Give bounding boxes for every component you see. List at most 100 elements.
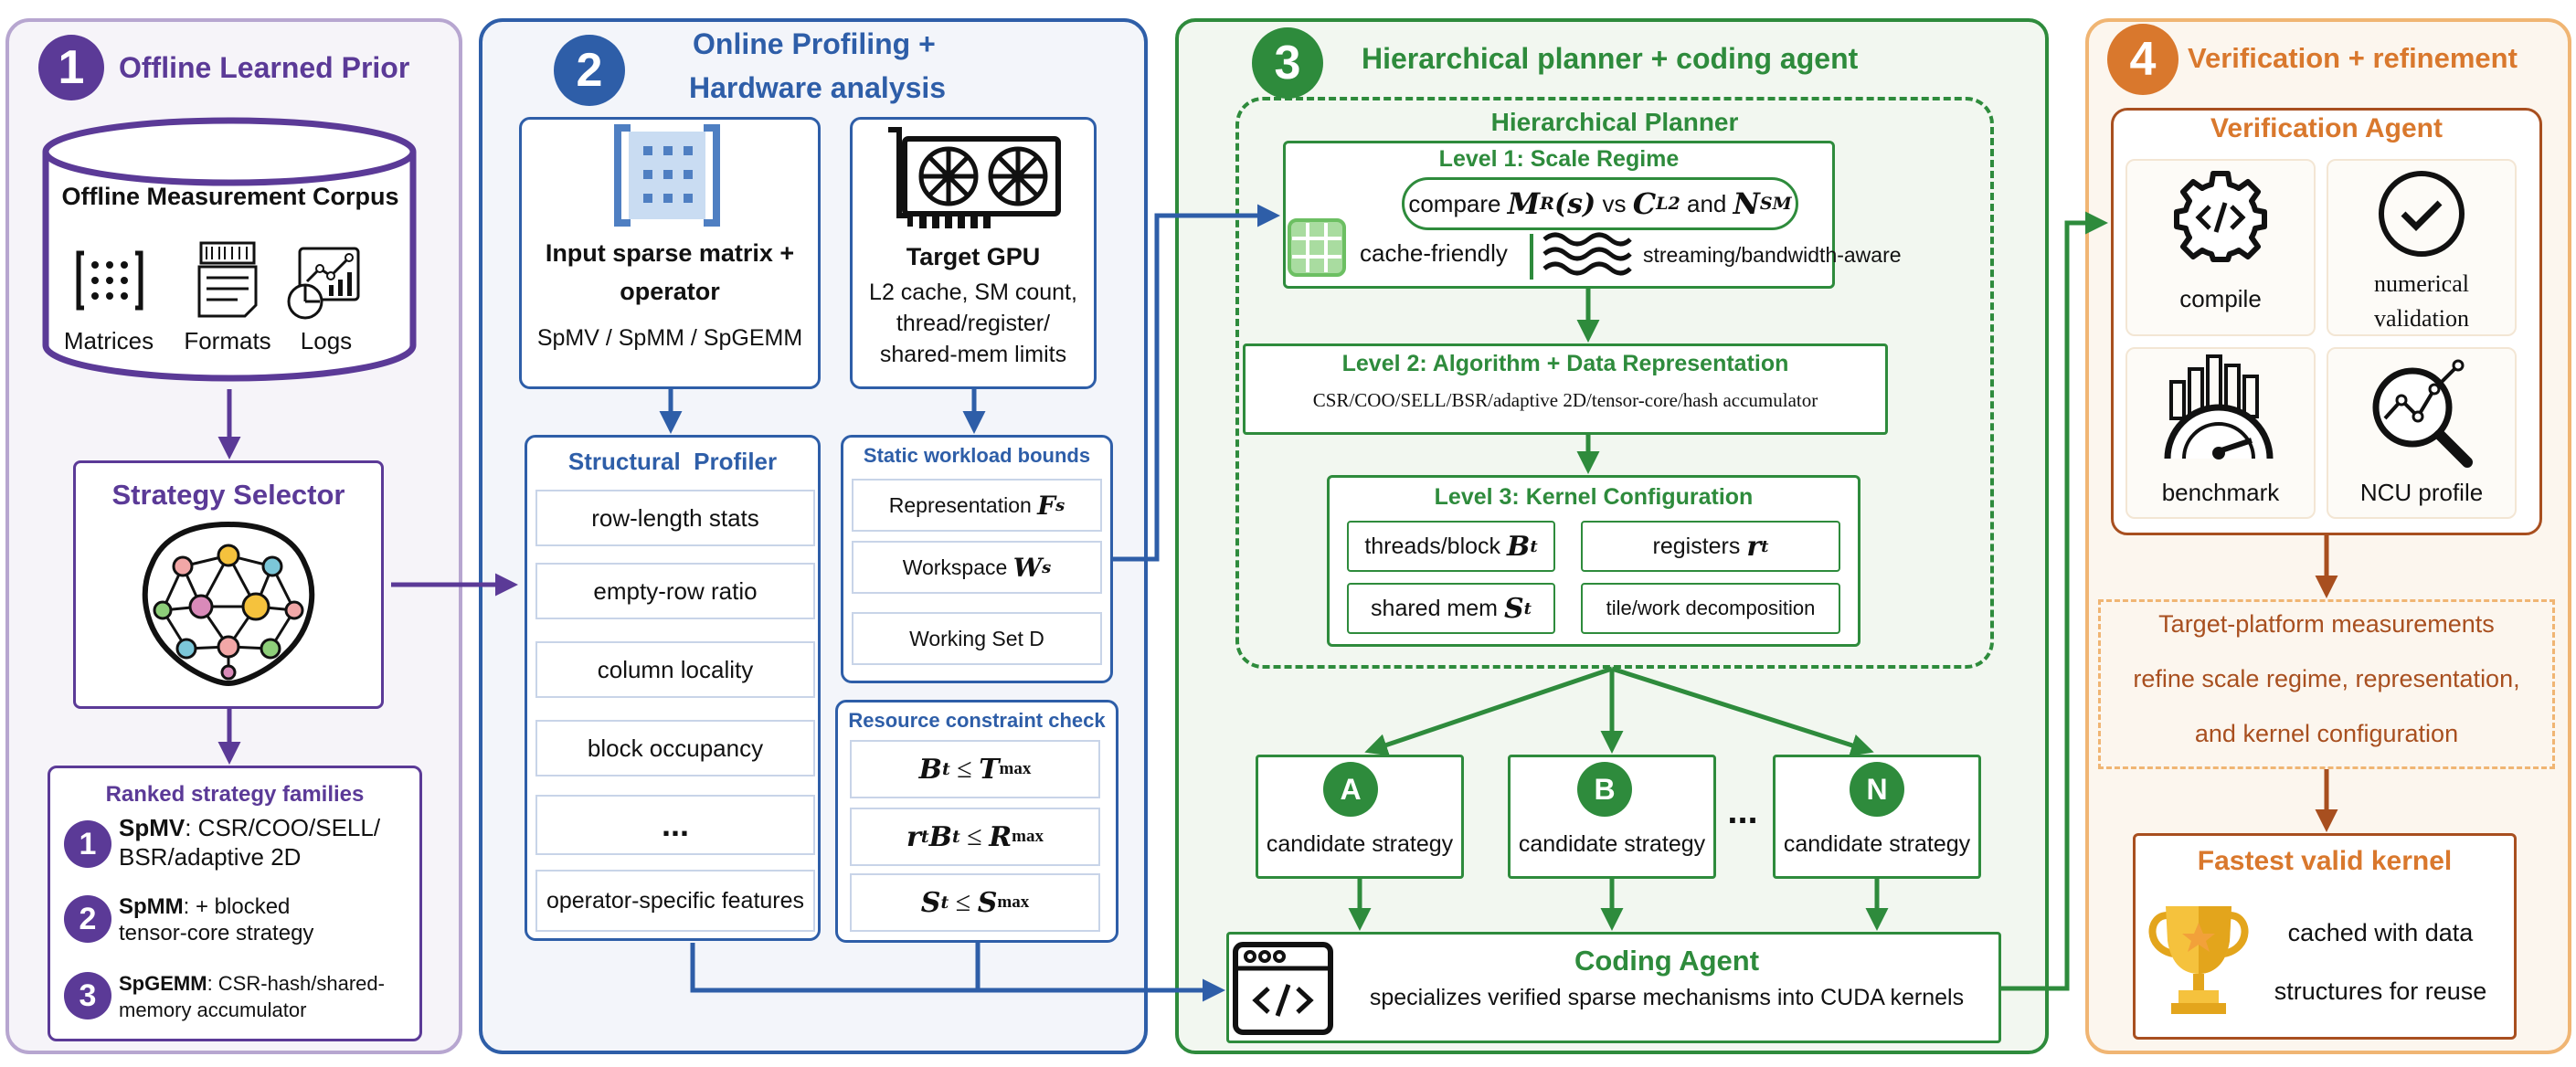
coding-agent-subtitle: specializes verified sparse mechanisms i…	[1369, 985, 1965, 1010]
verify-compile-label: compile	[2179, 285, 2262, 312]
candidate-n-letter: N	[1850, 762, 1904, 817]
target-gpu-title: Target GPU	[906, 243, 1041, 270]
family-3-number: 3	[64, 972, 111, 1019]
candidate-b-letter: B	[1577, 762, 1632, 817]
fastest-kernel-title: Fastest valid kernel	[2197, 846, 2453, 876]
gpu-line-3: shared-mem limits	[879, 342, 1067, 367]
constraint-registers-rhs: R	[989, 820, 1012, 853]
ranked-families-title: Ranked strategy families	[105, 782, 365, 807]
static-working-set: Working Set D	[852, 612, 1102, 665]
corpus-item-formats: Formats	[184, 327, 271, 354]
candidate-a-label: candidate strategy	[1266, 831, 1454, 857]
level2-subtitle: CSR/COO/SELL/BSR/adaptive 2D/tensor-core…	[1312, 389, 1818, 411]
cfg-registers-symbol: r	[1746, 530, 1762, 563]
corpus-item-matrices: Matrices	[63, 327, 154, 354]
constraint-registers-lhs2: B	[928, 820, 952, 853]
static-representation-symbol: F	[1037, 490, 1056, 521]
cfg-shared-label: shared mem	[1371, 595, 1504, 621]
gpu-line-2: thread/register/	[896, 311, 1051, 336]
constraint-registers-rsub: max	[1012, 827, 1044, 846]
panel2-number: 2	[554, 35, 625, 106]
static-workspace-label: Workspace	[902, 555, 1013, 579]
constraint-threads-op: ≤	[949, 754, 980, 784]
constraint-registers-lsub2: t	[951, 827, 960, 847]
family-2-line2: tensor-core strategy	[119, 921, 314, 946]
constraint-shared-rsub: max	[997, 893, 1030, 912]
sym-n: N	[1733, 186, 1760, 221]
family-1-name: SpMV	[119, 814, 186, 841]
panel2-title-line1: Online Profiling +	[693, 27, 936, 60]
static-workspace-sub: s	[1042, 557, 1052, 577]
vs-label: vs	[1602, 189, 1627, 217]
gear-code-icon	[2174, 171, 2267, 262]
family-1-line1: : CSR/COO/SELL/	[185, 814, 381, 841]
refine-line-3: and kernel configuration	[2194, 720, 2459, 747]
cfg-tile-decomposition: tile/work decomposition	[1581, 583, 1840, 634]
panel1-title: Offline Learned Prior	[119, 51, 410, 84]
strategy-selector-title: Strategy Selector	[111, 479, 345, 511]
family-3-text: SpGEMM: CSR-hash/shared-memory accumulat…	[119, 970, 385, 1023]
compare-label: compare	[1408, 189, 1501, 217]
gpu-line-1: L2 cache, SM count,	[869, 280, 1077, 305]
sym-m: M	[1507, 186, 1541, 221]
sparse-matrix-icon	[614, 124, 720, 227]
profiler-empty-row: empty-row ratio	[535, 563, 815, 619]
streaming-label: streaming/bandwidth-aware	[1643, 243, 1902, 267]
input-operators: SpMV / SpMM / SpGEMM	[536, 325, 803, 351]
panel2-title-line2: Hardware analysis	[689, 71, 947, 104]
candidate-a-letter: A	[1323, 762, 1378, 817]
input-matrix-title-1: Input sparse matrix +	[545, 239, 795, 267]
sym-c: C	[1632, 186, 1657, 221]
check-circle-icon	[2379, 171, 2465, 257]
family-1-text: SpMV: CSR/COO/SELL/BSR/adaptive 2D	[119, 813, 380, 872]
profiler-block-occupancy: block occupancy	[535, 720, 815, 776]
level2-title: Level 2: Algorithm + Data Representation	[1341, 351, 1789, 376]
refine-line-1: Target-platform measurements	[2158, 610, 2495, 638]
constraint-shared-lsub: t	[940, 893, 949, 913]
constraint-registers-lhs: r	[906, 820, 921, 853]
trophy-icon	[2148, 906, 2249, 1014]
structural-profiler-title: Structural Profiler	[567, 448, 778, 475]
static-bounds-title: Static workload bounds	[863, 444, 1091, 467]
candidate-n-label: candidate strategy	[1783, 831, 1971, 857]
database-cylinder-icon	[42, 117, 417, 382]
verify-benchmark-label: benchmark	[2161, 479, 2280, 506]
panel1-number: 1	[38, 35, 104, 100]
verify-numerical-label-1: numerical	[2374, 270, 2469, 297]
corpus-title: Offline Measurement Corpus	[61, 183, 399, 210]
constraint-threads-rsub: max	[999, 759, 1032, 778]
candidate-b-label: candidate strategy	[1518, 831, 1706, 857]
formats-icon	[197, 241, 258, 318]
verify-numerical-label-2: validation	[2374, 305, 2469, 332]
level2-box	[1243, 343, 1888, 435]
static-representation-label: Representation	[888, 492, 1038, 517]
cache-grid-icon	[1288, 218, 1346, 277]
panel3-number: 3	[1252, 27, 1323, 99]
neural-network-brain-icon	[142, 521, 315, 687]
family-1-line2: BSR/adaptive 2D	[119, 843, 302, 871]
cfg-threads-sub: t	[1530, 536, 1538, 556]
cache-friendly-label: cache-friendly	[1360, 239, 1508, 267]
static-representation-sub: s	[1055, 495, 1065, 515]
sym-m-arg: (s)	[1553, 187, 1596, 220]
constraint-shared-rhs: S	[977, 886, 998, 919]
fastest-line-2: structures for reuse	[2274, 977, 2487, 1005]
cfg-shared-symbol: S	[1503, 592, 1524, 625]
family-3-line2: memory accumulator	[119, 998, 307, 1021]
sym-c-sub: L2	[1656, 194, 1680, 214]
sym-m-sub: R	[1540, 194, 1554, 214]
constraint-registers-lsub: t	[920, 827, 929, 847]
magnifier-chart-icon	[2372, 359, 2473, 468]
panel4-number: 4	[2107, 24, 2178, 95]
refine-line-2: refine scale regime, representation,	[2133, 665, 2520, 692]
matrices-icon	[76, 250, 143, 311]
verification-agent-title: Verification Agent	[2210, 113, 2443, 143]
corpus-item-logs: Logs	[300, 327, 353, 354]
